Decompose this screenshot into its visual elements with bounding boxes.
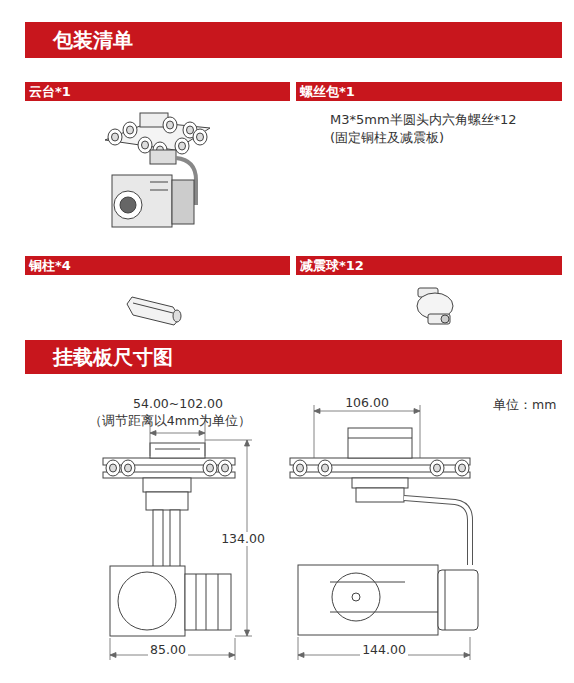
heading-text: 螺丝包*1 <box>300 83 355 101</box>
heading-text: 减震球*12 <box>300 257 364 275</box>
heading-text: 云台*1 <box>29 83 71 101</box>
dimension: 134.00 <box>219 532 267 546</box>
dimension-note: （调节距离以4mm为单位） <box>89 414 251 428</box>
gimbal-picture <box>105 113 210 227</box>
front-view <box>103 443 235 636</box>
dimension: 85.00 <box>148 643 188 657</box>
part-note: (固定铜柱及减震板) <box>330 131 444 145</box>
dimension: 54.00~102.00 <box>133 397 223 411</box>
dimension: 144.00 <box>360 643 408 657</box>
part-note: M3*5mm半圆头内六角螺丝*12 <box>330 113 517 127</box>
heading-text: 挂载板尺寸图 <box>53 344 173 371</box>
section-band: 挂载板尺寸图 <box>25 340 562 374</box>
item-bar: 云台*1 <box>25 82 290 101</box>
copper-pillar <box>127 297 181 325</box>
unit-note: 单位：mm <box>493 398 556 412</box>
side-view <box>290 428 478 635</box>
heading-text: 包装清单 <box>53 27 133 54</box>
dimension-lines <box>298 405 470 660</box>
item-bar: 铜柱*4 <box>25 256 290 275</box>
item-bar: 螺丝包*1 <box>296 82 562 101</box>
section-band: 包装清单 <box>25 22 562 58</box>
damping-ball <box>417 288 453 324</box>
heading-text: 铜柱*4 <box>29 257 71 275</box>
item-bar: 减震球*12 <box>296 256 562 275</box>
dimension: 106.00 <box>343 396 391 410</box>
